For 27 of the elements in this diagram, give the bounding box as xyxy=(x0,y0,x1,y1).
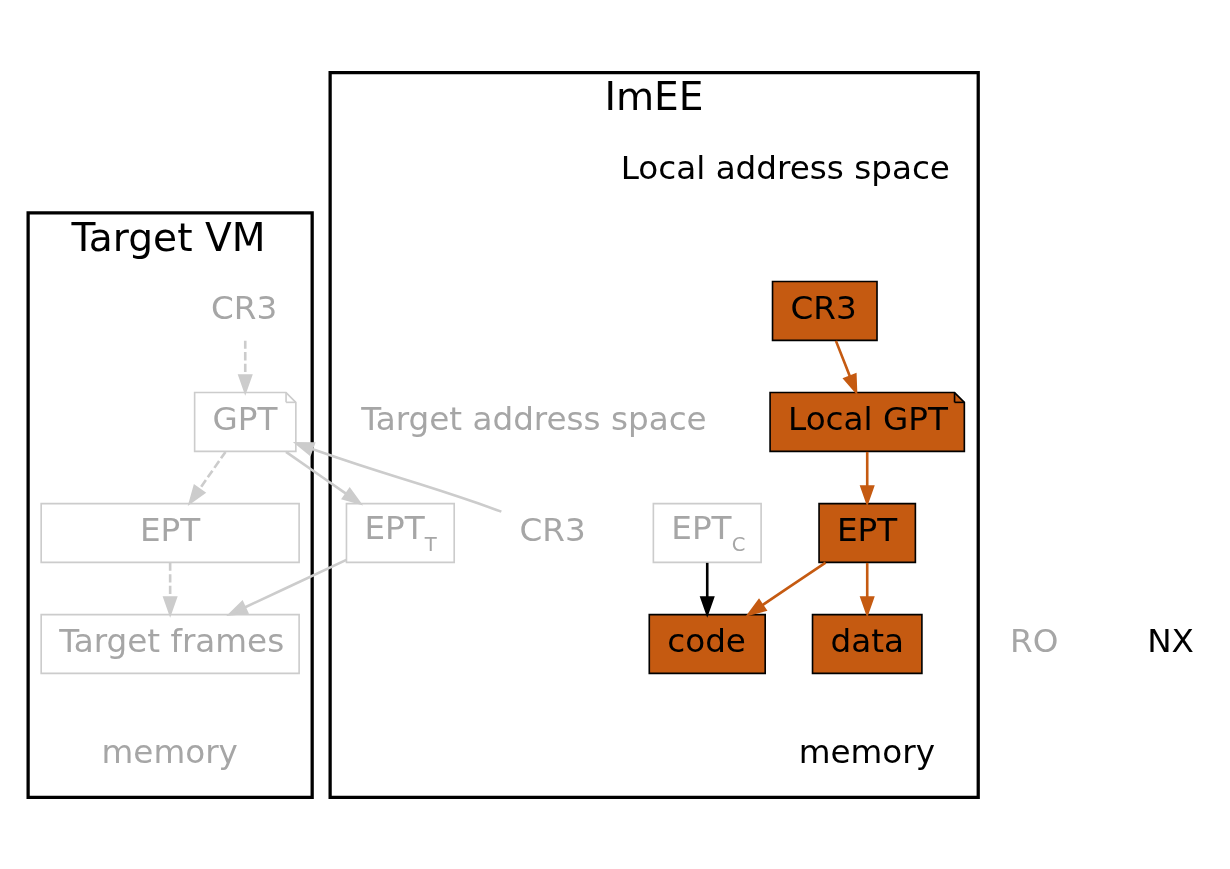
node-box: code xyxy=(648,613,766,674)
node-text: CR3 xyxy=(210,288,278,327)
label: memory xyxy=(798,732,935,771)
node-box: EPT$_{C}$ xyxy=(652,502,762,563)
node-text: CR3 xyxy=(519,510,586,549)
node-box: data xyxy=(811,613,923,674)
label: NX xyxy=(1147,621,1194,660)
label: Local address space xyxy=(620,148,950,187)
arrow xyxy=(834,339,858,395)
arrow xyxy=(859,451,875,507)
node-box: EPT xyxy=(818,502,917,563)
node-box: EPT xyxy=(40,502,300,563)
node-box: Target frames xyxy=(40,613,300,674)
arrow xyxy=(859,562,875,618)
arrow xyxy=(745,561,827,617)
arrow xyxy=(285,450,364,505)
arrow xyxy=(162,562,178,618)
node-box: CR3 xyxy=(771,280,878,341)
arrow xyxy=(226,558,347,616)
label: RO xyxy=(1010,621,1059,660)
label: Target address space xyxy=(361,399,707,438)
arrow xyxy=(237,340,253,396)
arrow xyxy=(699,562,715,618)
arrow xyxy=(187,450,227,506)
arrow xyxy=(292,441,502,513)
label: memory xyxy=(101,732,238,771)
node-box: EPT$_{T}$ xyxy=(345,502,455,563)
